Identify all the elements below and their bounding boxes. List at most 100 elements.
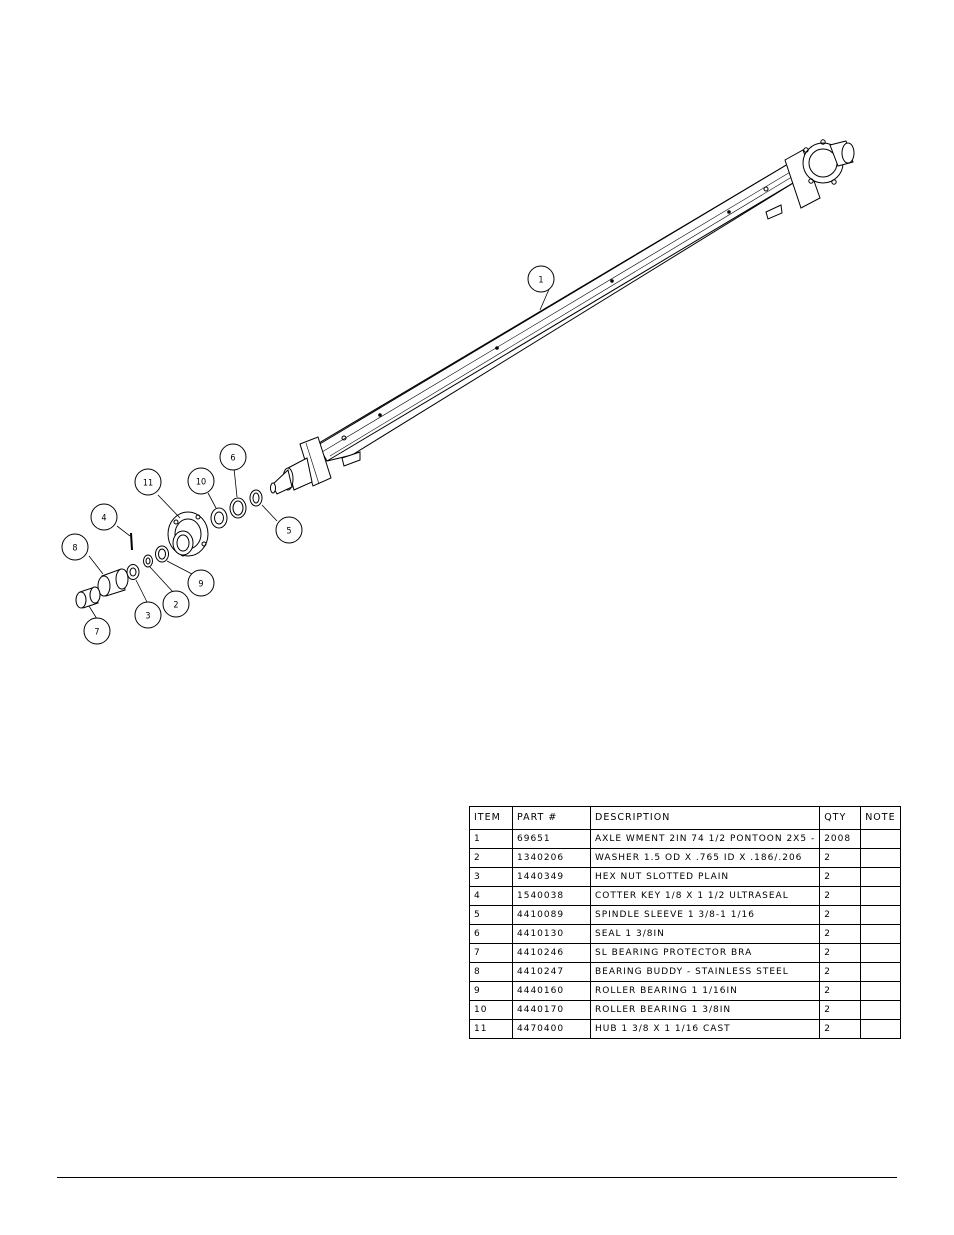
part-9-bearing: [155, 545, 169, 563]
part-5-spindle-sleeve: [249, 489, 263, 507]
bom-item-cell: 5: [469, 905, 513, 925]
bom-part-cell: 4410246: [512, 943, 591, 963]
bom-part-cell: 4470400: [512, 1019, 591, 1039]
bom-part-cell: 4440170: [512, 1000, 591, 1020]
balloon-label: 2: [173, 601, 178, 611]
balloon-8: 8: [61, 533, 89, 561]
bom-note-cell: [860, 848, 901, 868]
bom-note-cell: [860, 943, 901, 963]
balloon-5: 5: [275, 516, 303, 544]
bom-qty-cell: 2: [819, 886, 862, 906]
bom-item-cell: 11: [469, 1019, 513, 1039]
bom-part-cell: 1540038: [512, 886, 591, 906]
balloon-label: 11: [143, 479, 153, 489]
header-qty: QTY: [819, 806, 862, 830]
balloon-label: 7: [94, 628, 99, 638]
balloon-7: 7: [83, 617, 111, 645]
bom-description-cell: ROLLER BEARING 1 3/8IN: [589, 1000, 821, 1020]
bom-description-cell: SPINDLE SLEEVE 1 3/8-1 1/16: [589, 905, 821, 925]
part-2-washer: [143, 554, 153, 568]
part-6-seal: [229, 497, 247, 519]
bom-note-cell: [860, 886, 901, 906]
bom-qty-cell: 2: [819, 981, 862, 1001]
bom-note-cell: [860, 962, 901, 982]
bom-note-cell: [860, 905, 901, 925]
bom-item-cell: 3: [469, 867, 513, 887]
bom-note-cell: [860, 1019, 901, 1039]
balloon-leaders: [88, 286, 551, 620]
bom-item-cell: 4: [469, 886, 513, 906]
bom-note-cell: [860, 981, 901, 1001]
bom-description-cell: HEX NUT SLOTTED PLAIN: [589, 867, 821, 887]
bom-part-cell: 4410089: [512, 905, 591, 925]
header-part: PART #: [512, 806, 591, 830]
part-4-cotter-key: [130, 532, 133, 551]
bom-part-cell: 1440349: [512, 867, 591, 887]
bom-description-cell: SL BEARING PROTECTOR BRA: [589, 943, 821, 963]
part-10-bearing: [210, 507, 228, 529]
bom-qty-cell: 2: [819, 924, 862, 944]
balloon-label: 3: [145, 612, 150, 622]
bom-part-cell: 69651: [512, 829, 591, 849]
balloon-10: 10: [187, 467, 215, 495]
bom-note-cell: [860, 867, 901, 887]
bom-item-cell: 8: [469, 962, 513, 982]
part-11-hub: [167, 511, 209, 557]
balloon-1: 1: [527, 265, 555, 293]
bom-item-cell: 2: [469, 848, 513, 868]
bom-qty-cell: 2: [819, 1019, 862, 1039]
balloon-label: 5: [286, 527, 291, 537]
bom-item-cell: 7: [469, 943, 513, 963]
header-note: NOTE: [860, 806, 901, 830]
bom-item-cell: 9: [469, 981, 513, 1001]
bom-description-cell: BEARING BUDDY - STAINLESS STEEL: [589, 962, 821, 982]
balloon-label: 10: [196, 478, 206, 488]
balloon-9: 9: [187, 569, 215, 597]
bom-qty-cell: 2: [819, 867, 862, 887]
bom-note-cell: [860, 1000, 901, 1020]
balloon-label: 6: [230, 454, 235, 464]
right-hub-assembly: [784, 139, 855, 209]
balloon-2: 2: [162, 590, 190, 618]
bom-item-cell: 1: [469, 829, 513, 849]
bom-qty-cell: 2: [819, 1000, 862, 1020]
part-3-hex-nut: [126, 564, 140, 580]
axle-tube: [317, 160, 804, 467]
bom-note-cell: [860, 829, 901, 849]
bom-qty-cell: 2: [819, 905, 862, 925]
bom-description-cell: AXLE WMENT 2IN 74 1/2 PONTOON 2X5 -: [589, 829, 821, 849]
balloon-4: 4: [90, 503, 118, 531]
balloon-label: 9: [198, 580, 203, 590]
bom-qty-cell: 2: [819, 848, 862, 868]
bom-note-cell: [860, 924, 901, 944]
bom-item-cell: 10: [469, 1000, 513, 1020]
header-description: DESCRIPTION: [589, 806, 821, 830]
bom-part-cell: 4440160: [512, 981, 591, 1001]
bom-part-cell: 4410130: [512, 924, 591, 944]
bom-header-row: ITEM PART # DESCRIPTION QTY NOTE: [469, 806, 901, 830]
bom-qty-cell: 2008: [819, 829, 862, 849]
footer-rule: [57, 1177, 897, 1178]
balloon-6: 6: [219, 443, 247, 471]
bom-description-cell: ROLLER BEARING 1 1/16IN: [589, 981, 821, 1001]
balloon-label: 8: [72, 544, 77, 554]
bom-description-cell: SEAL 1 3/8IN: [589, 924, 821, 944]
bom-description-cell: COTTER KEY 1/8 X 1 1/2 ULTRASEAL: [589, 886, 821, 906]
balloon-3: 3: [134, 601, 162, 629]
bom-description-cell: HUB 1 3/8 X 1 1/16 CAST: [589, 1019, 821, 1039]
left-spindle: [270, 436, 332, 495]
balloon-label: 1: [538, 276, 543, 286]
balloon-11: 11: [134, 468, 162, 496]
